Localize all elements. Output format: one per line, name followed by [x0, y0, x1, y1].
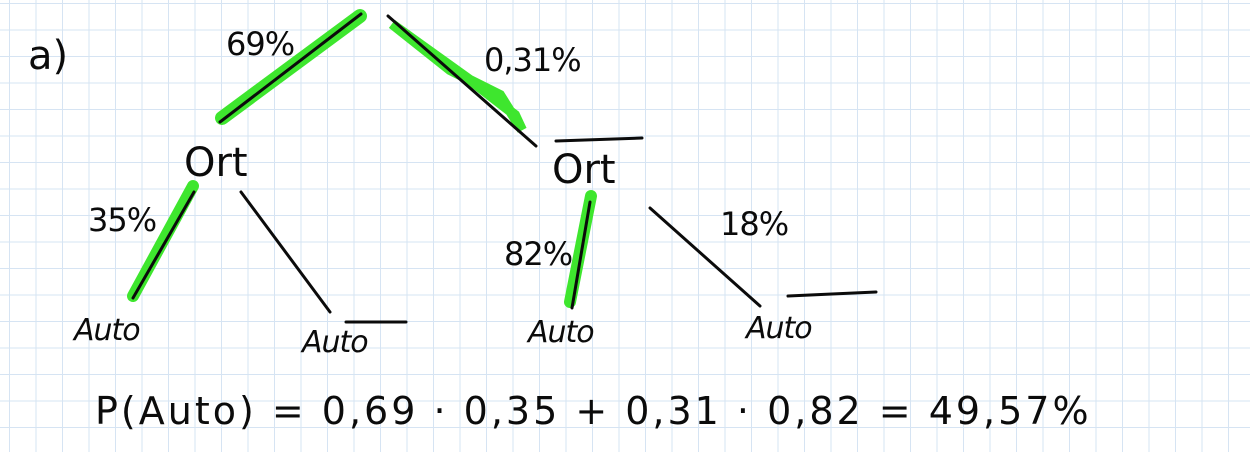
prob-not-ort-auto: 82% [504, 235, 573, 273]
branch-not-ort-auto [570, 200, 592, 310]
prob-ort: 69% [226, 25, 295, 63]
prob-ort-auto: 35% [88, 201, 157, 239]
branch-ort-auto [131, 190, 196, 300]
probability-formula: P(Auto) = 0,69 · 0,35 + 0,31 · 0,82 = 49… [95, 389, 1092, 433]
branch-not-ort-not-auto [648, 206, 762, 308]
part-label: a) [28, 33, 69, 79]
leaf-auto-1: Auto [74, 313, 141, 348]
branch-root-ort [218, 12, 363, 124]
node-ort: Ort [184, 140, 248, 186]
overline-not-ort [554, 136, 644, 143]
prob-not-ort: 0,31% [484, 41, 582, 79]
overline-not-auto-2 [786, 290, 878, 298]
node-not-ort: Ort [552, 147, 616, 193]
branch-root-not-ort [386, 14, 538, 148]
branch-ort-not-auto [239, 190, 332, 314]
prob-not-ort-not-auto: 18% [720, 205, 789, 243]
leaf-not-auto-1: Auto [302, 325, 369, 360]
leaf-auto-2: Auto [528, 315, 595, 350]
leaf-not-auto-2: Auto [746, 311, 813, 346]
